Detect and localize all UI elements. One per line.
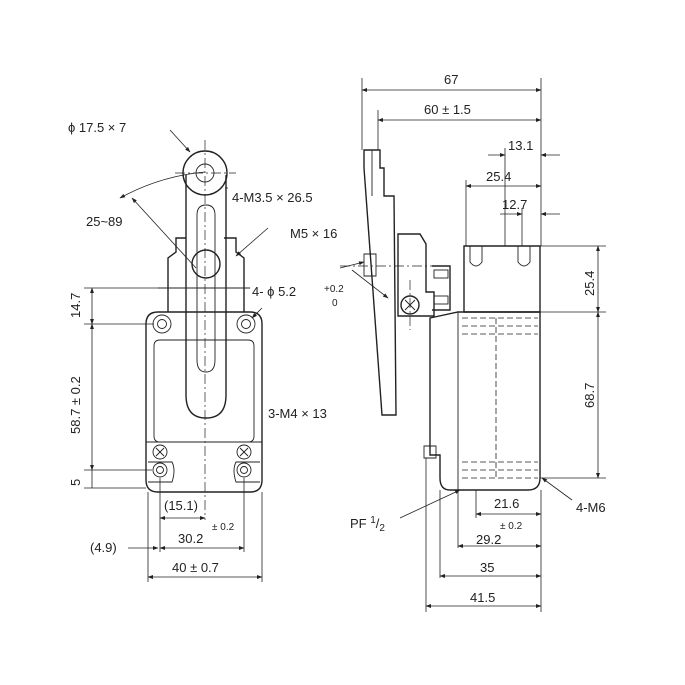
roller-label: ϕ 17.5 × 7 [68,120,126,135]
tol-02-a: ± 0.2 [212,522,235,533]
dim-4-9: (4.9) [90,540,117,555]
dim-14-7: 14.7 [68,293,83,318]
conduit-label: PF 1/2 [350,515,385,534]
side-body [429,311,541,491]
lever-arm [185,175,227,419]
hole-dia-label: 4- ϕ 5.2 [252,284,296,299]
mount-hole-top-left [152,314,172,334]
dim-58-7: 58.7 ± 0.2 [68,376,83,434]
lever-pivot [191,249,221,279]
dim-5: 5 [68,479,83,486]
lever-screw-label: M5 × 16 [290,226,337,241]
mount-hole-bottom-right [236,462,252,478]
head-housing [167,237,245,312]
mount-hole-top-right [236,314,256,334]
tol-02-b: ± 0.2 [500,521,523,532]
side-screws-label: 3-M4 × 13 [268,406,327,421]
dim-25-4-v: 25.4 [582,271,597,296]
dim-67: 67 [444,72,458,87]
tol-lower-label: 0 [332,298,338,309]
dim-30-2: 30.2 [178,531,203,546]
dim-12-7: 12.7 [502,197,527,212]
screw-left [152,444,168,460]
dim-15-1: (15.1) [164,498,198,513]
side-dimensions [339,78,606,612]
side-pivot [400,295,420,315]
front-body-outline [145,311,263,493]
side-holes-label: 4-M6 [576,500,606,515]
dim-40: 40 ± 0.7 [172,560,219,575]
lever-plate [363,149,397,416]
dim-41-5: 41.5 [470,590,495,605]
dim-25-4-h: 25.4 [486,169,511,184]
dim-35: 35 [480,560,494,575]
front-cover-outline [153,339,255,443]
mount-hole-bottom-left [152,462,168,478]
dim-68-7: 68.7 [582,383,597,408]
dimension-labels: ϕ 17.5 × 7 4-M3.5 × 26.5 25~89 M5 × 16 4… [68,72,606,605]
dim-29-2: 29.2 [476,532,501,547]
terminal-head [463,245,541,313]
dim-13-1: 13.1 [508,138,533,153]
mount-holes-label: 4-M3.5 × 26.5 [232,190,313,205]
screw-right [236,444,252,460]
lever-angle-label: 25~89 [86,214,123,229]
side-head [397,233,435,317]
tol-upper-label: +0.2 [324,284,344,295]
front-dimensions [84,129,269,582]
dim-21-6: 21.6 [494,496,519,511]
dim-60: 60 ± 1.5 [424,102,471,117]
